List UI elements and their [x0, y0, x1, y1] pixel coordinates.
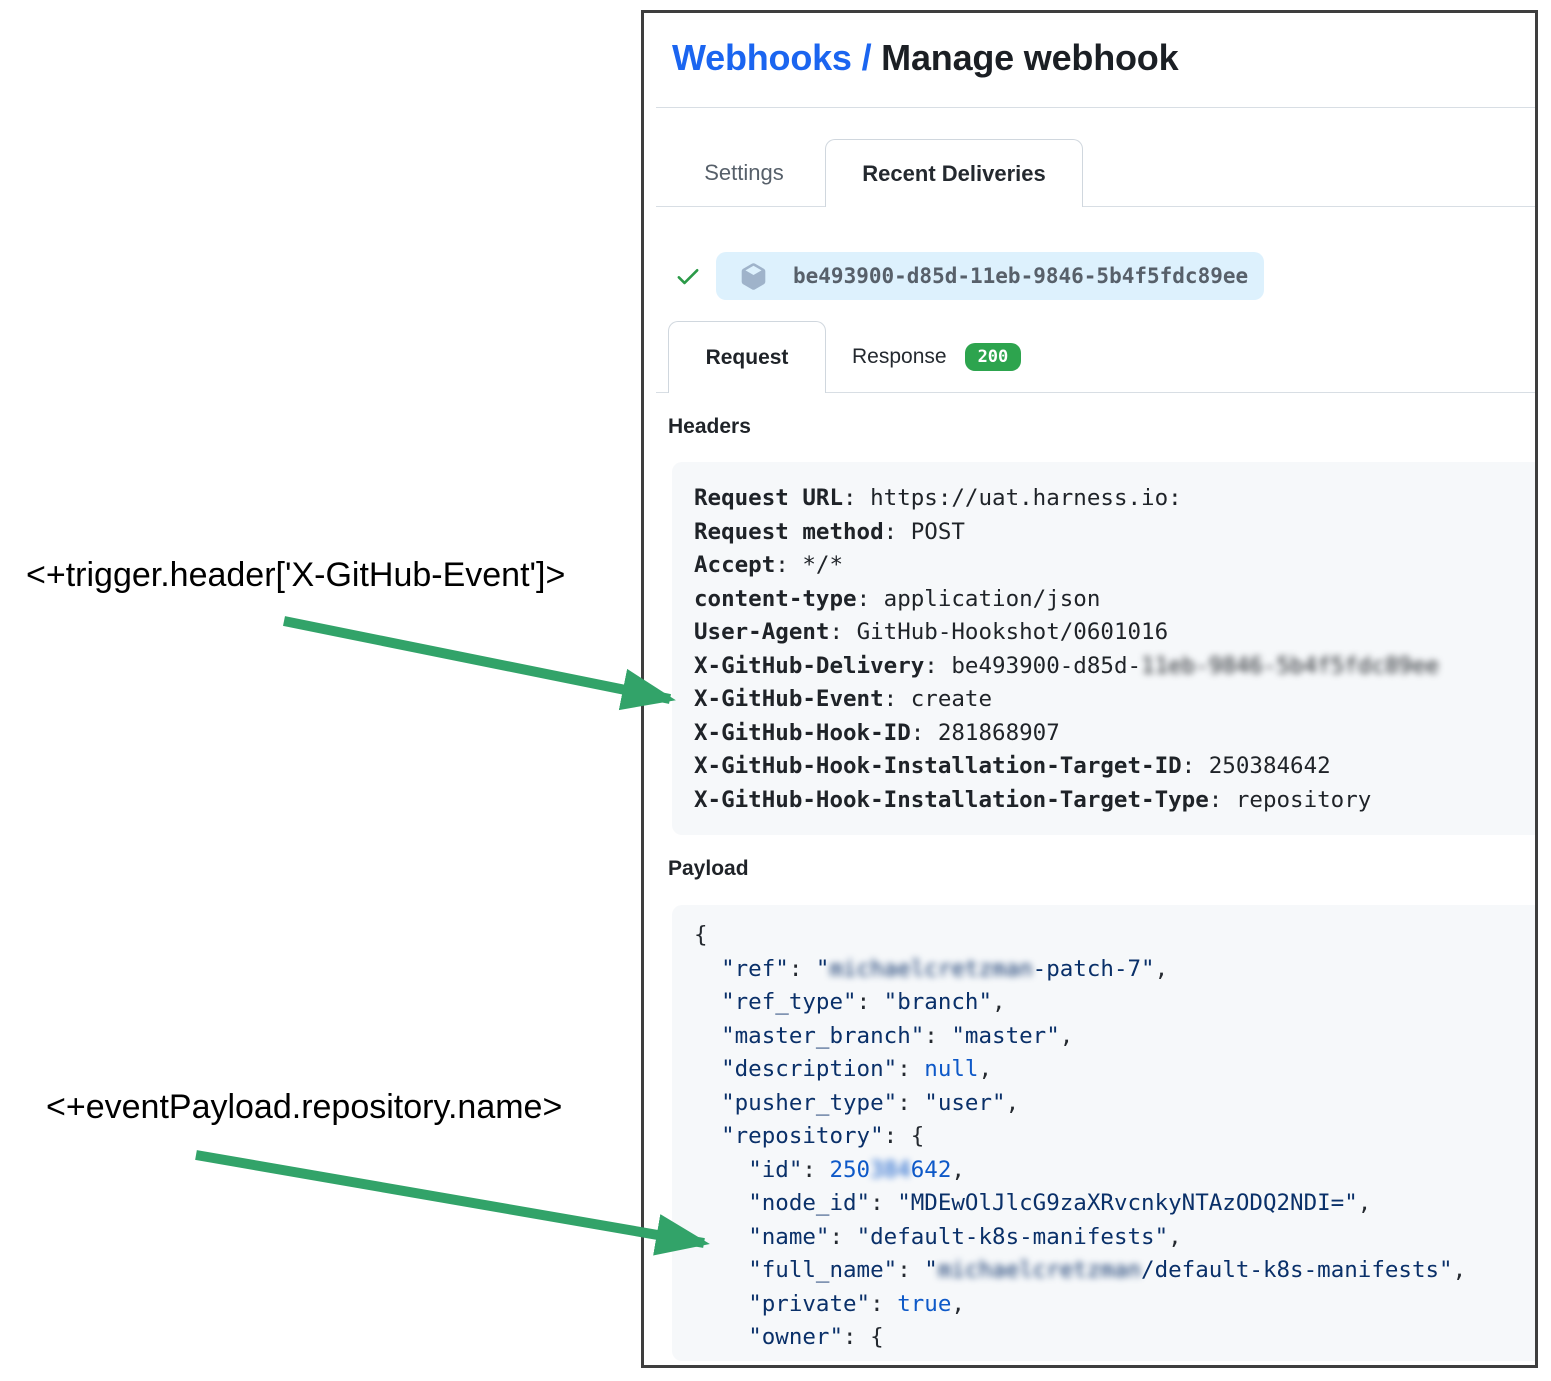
tab-settings[interactable]: Settings: [704, 160, 784, 185]
arrow-to-github-event: [283, 616, 676, 711]
payload-line: "node_id": "MDEwOlJlcG9zaXRvcnkyNTAzODQ2…: [748, 1190, 1372, 1216]
page-title: Webhooks / Manage webhook: [672, 37, 1179, 79]
payload-line: "ref_type": "branch",: [721, 989, 1006, 1015]
annotation-trigger-header: <+trigger.header['X-GitHub-Event']>: [26, 556, 566, 594]
payload-line: "name": "default-k8s-manifests",: [748, 1223, 1182, 1250]
headers-label: Headers: [668, 415, 751, 438]
tab-response[interactable]: Response 200: [852, 321, 1022, 393]
tabs-divider: [656, 206, 1535, 207]
check-icon: [677, 269, 699, 285]
arrow-to-repository-name: [195, 1150, 710, 1256]
tab-request[interactable]: Request: [668, 321, 826, 393]
payload-line: "id": 250384642,: [748, 1156, 965, 1183]
page-title-current: Manage webhook: [881, 37, 1179, 78]
payload-line: {: [694, 922, 708, 948]
delivery-row: be493900-d85d-11eb-9846-5b4f5fdc89ee: [674, 252, 1264, 300]
header-line: User-Agent: GitHub-Hookshot/0601016: [694, 619, 1169, 645]
tab-recent-deliveries[interactable]: Recent Deliveries: [825, 139, 1083, 207]
header-line: X-GitHub-Hook-ID: 281868907: [694, 719, 1060, 746]
header-line: X-GitHub-Delivery: be493900-d85d-11eb-98…: [694, 652, 1440, 679]
response-status-badge: 200: [964, 343, 1022, 371]
package-icon: [741, 262, 766, 290]
payload-line: "description": null,: [721, 1056, 993, 1082]
headers-box: Request URL: https://uat.harness.io: Req…: [672, 462, 1535, 835]
annotation-event-payload: <+eventPayload.repository.name>: [46, 1088, 563, 1126]
payload-line: "pusher_type": "user",: [721, 1089, 1020, 1116]
payload-line: "ref": "michaelcretzman-patch-7",: [721, 955, 1169, 982]
manage-webhook-panel: Webhooks / Manage webhook Settings Recen…: [641, 10, 1538, 1368]
header-line: X-GitHub-Hook-Installation-Target-Type: …: [694, 786, 1372, 813]
payload-line: "full_name": "michaelcretzman/default-k8…: [748, 1257, 1467, 1283]
header-line: Accept: */*: [694, 552, 844, 578]
subtabs-divider: [656, 392, 1535, 393]
payload-line: "repository": {: [721, 1123, 925, 1149]
header-line: Request method: POST: [694, 518, 965, 545]
header-line: content-type: application/json: [694, 585, 1101, 612]
payload-line: "private": true,: [748, 1290, 965, 1317]
header-line: Request URL: https://uat.harness.io:: [694, 485, 1182, 511]
delivery-guid: be493900-d85d-11eb-9846-5b4f5fdc89ee: [793, 264, 1249, 288]
header-line: X-GitHub-Hook-Installation-Target-ID: 25…: [694, 753, 1331, 779]
delivery-guid-pill[interactable]: be493900-d85d-11eb-9846-5b4f5fdc89ee: [716, 252, 1264, 300]
header-line: X-GitHub-Event: create: [694, 686, 993, 712]
payload-line: "owner": {: [748, 1324, 884, 1350]
payload-line: "master_branch": "master",: [721, 1022, 1074, 1049]
payload-box: { "ref": "michaelcretzman-patch-7", "ref…: [672, 905, 1535, 1361]
webhooks-breadcrumb-link[interactable]: Webhooks: [672, 37, 852, 78]
payload-label: Payload: [668, 857, 749, 880]
breadcrumb-separator: /: [851, 37, 882, 78]
title-divider: [656, 107, 1535, 108]
